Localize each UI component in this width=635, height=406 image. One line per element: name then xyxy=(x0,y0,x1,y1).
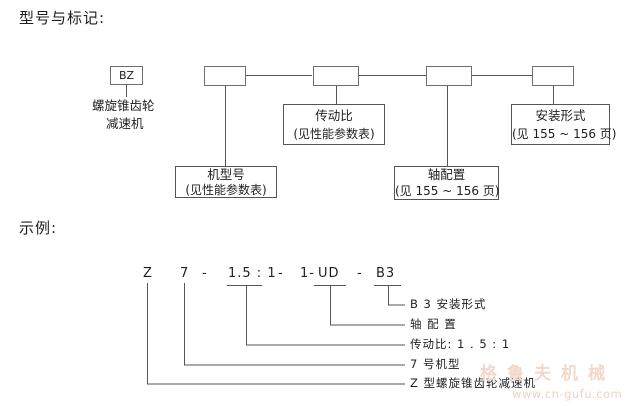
example-dash: - xyxy=(357,266,363,281)
section-heading-example: 示例: xyxy=(19,219,58,237)
example-frame: 7 xyxy=(180,266,190,281)
example-ratio: 1.5 : 1 xyxy=(228,266,277,281)
series-label-line1: 螺旋锥齿轮 xyxy=(92,98,155,113)
series-code-box: BZ xyxy=(110,66,143,85)
frame-label-box xyxy=(175,166,277,198)
mount-label-line2: (见 155 ~ 156 页) xyxy=(512,127,617,141)
legend-leader-ratio xyxy=(246,285,405,346)
legend-shaft: 轴 配 置 xyxy=(410,317,457,331)
watermark-url: www.cn-gufu.com xyxy=(512,387,623,401)
shaft-label-line1: 轴配置 xyxy=(427,167,466,182)
ratio-code-box xyxy=(313,66,359,86)
shaft-label-line2: (见 155 ~ 156 页) xyxy=(395,184,500,198)
mount-label-line1: 安装形式 xyxy=(535,108,586,123)
legend-frame: 7 号机型 xyxy=(410,357,461,371)
frame-code-box xyxy=(204,66,246,86)
example-dash: - xyxy=(278,266,284,281)
ratio-label-line2: (见性能参数表) xyxy=(293,127,375,141)
example-dash: - xyxy=(202,266,208,281)
frame-label-line1: 机型号 xyxy=(207,167,245,182)
frame-label-line2: (见性能参数表) xyxy=(185,183,267,197)
mounting-code-box xyxy=(532,66,574,86)
legend-leader-mounting xyxy=(388,285,405,306)
legend-series: Z 型螺旋锥齿轮减速机 xyxy=(410,376,537,390)
example-series: Z xyxy=(143,266,153,281)
legend-mounting: B 3 安装形式 xyxy=(410,297,487,311)
series-label-line2: 减速机 xyxy=(106,116,144,131)
watermark-brand: 格鲁夫机械 xyxy=(480,364,615,384)
legend-leader-series xyxy=(147,283,405,385)
legend-leader-frame xyxy=(184,283,405,366)
section-heading-model-marking: 型号与标记: xyxy=(19,9,106,27)
mount-label-box xyxy=(511,104,610,145)
legend-leader-shaft xyxy=(330,285,405,326)
shaft-code-box xyxy=(426,66,472,86)
example-separator: 1- xyxy=(300,266,315,281)
ratio-label-line1: 传动比 xyxy=(315,108,353,123)
example-shaft: UD xyxy=(318,266,340,281)
shaft-label-box xyxy=(394,166,499,200)
example-mounting: B3 xyxy=(376,266,396,281)
legend-ratio: 传动比: 1 . 5 : 1 xyxy=(410,337,511,351)
ratio-label-box xyxy=(283,104,385,145)
